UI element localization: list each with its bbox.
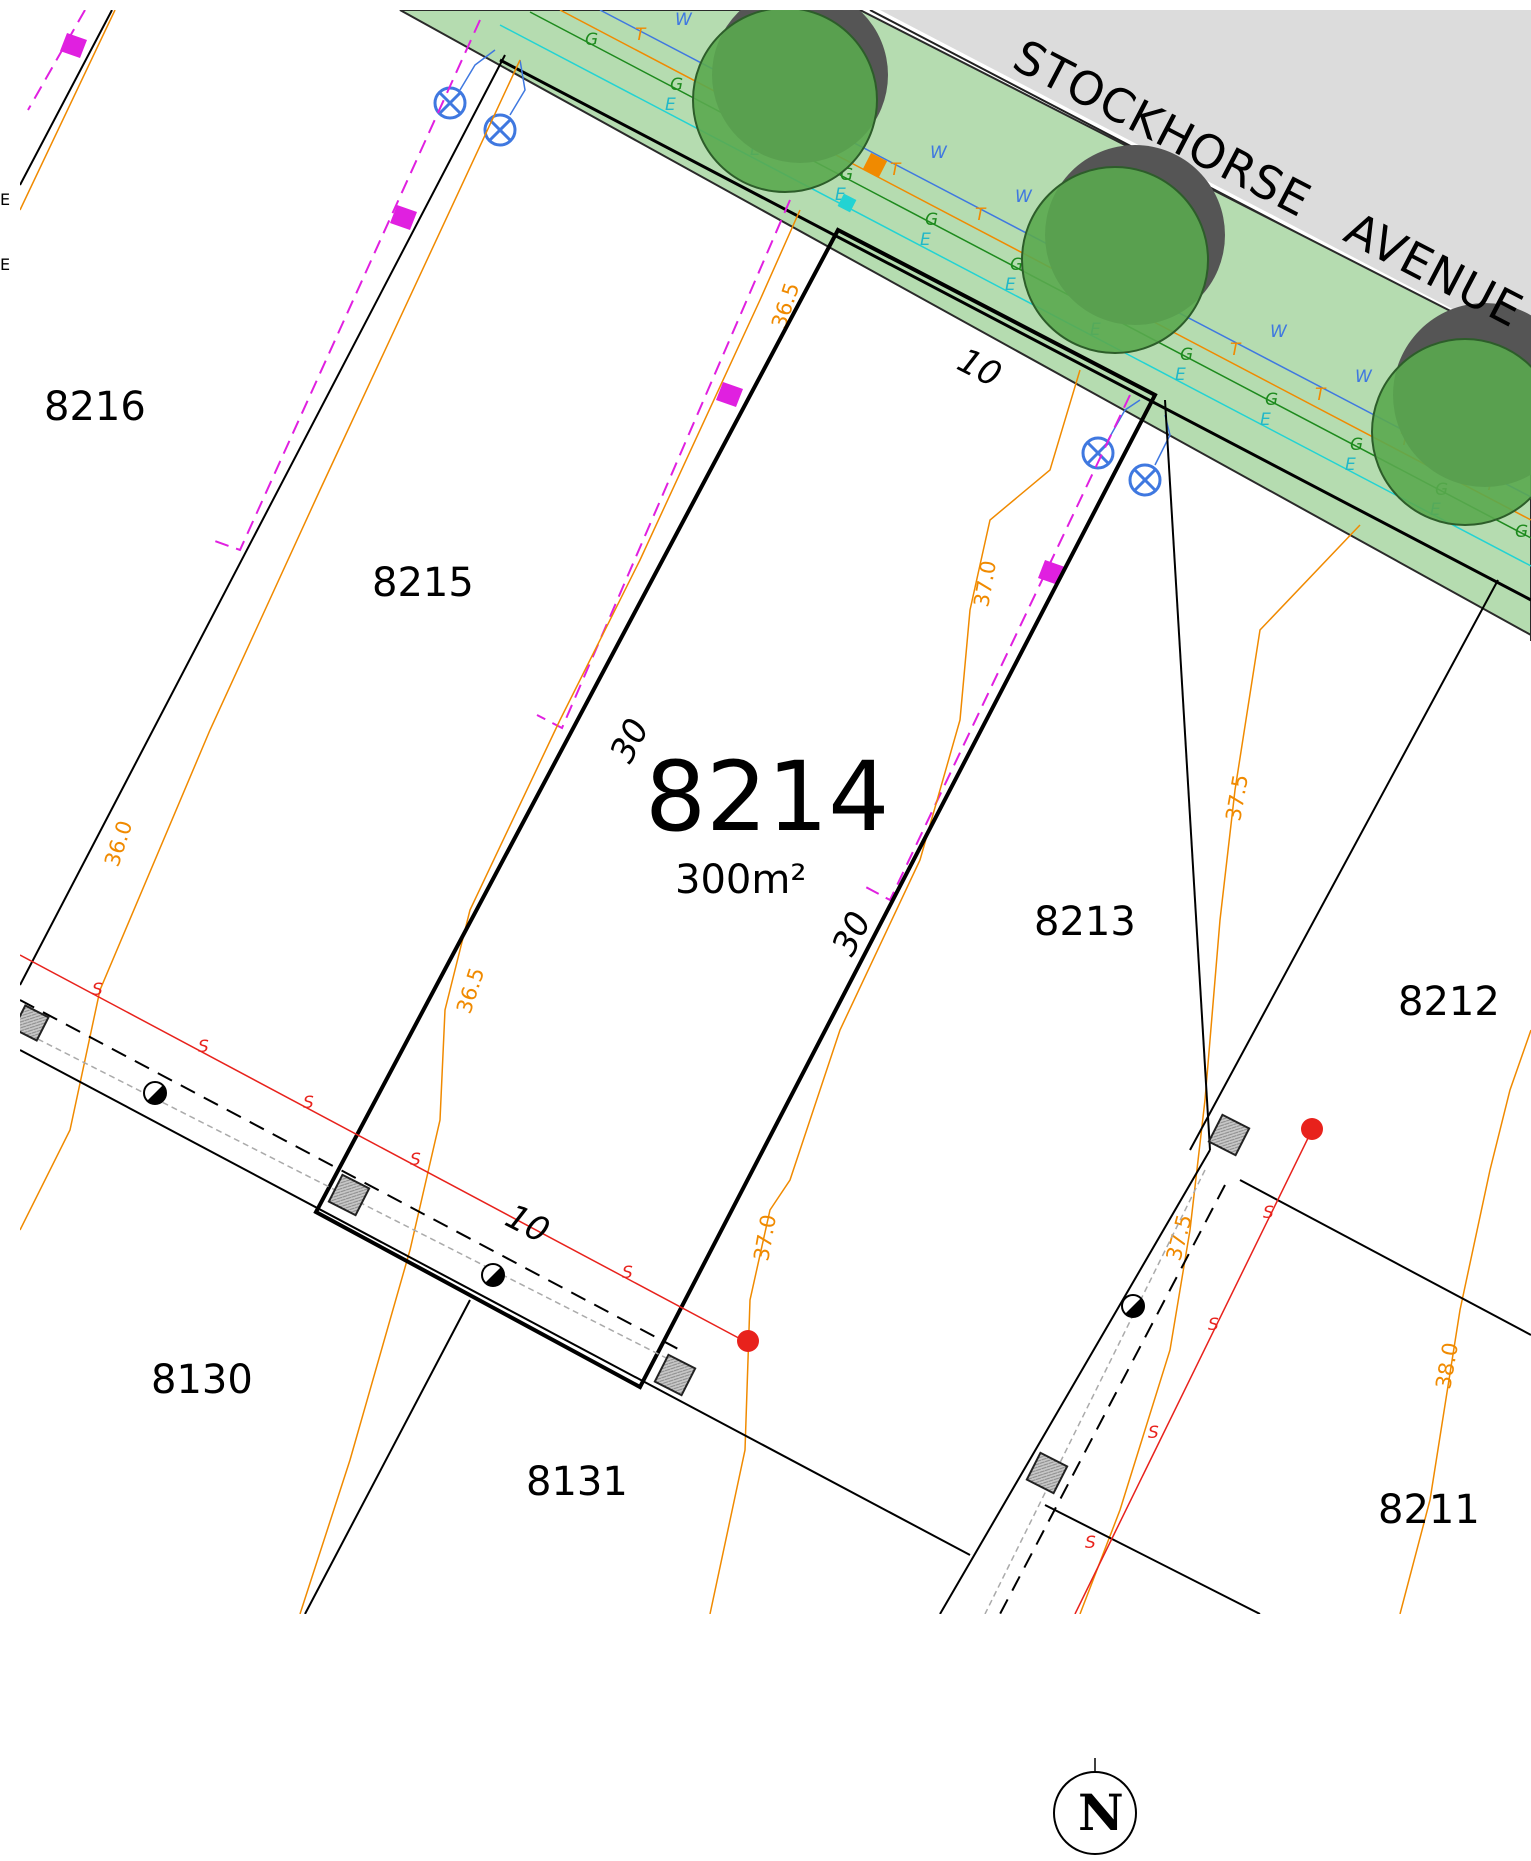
tree-canopy	[692, 10, 878, 193]
electric-label: E	[835, 185, 846, 205]
grey-service-line	[20, 1029, 1206, 1614]
sewer-label: S	[1148, 1423, 1159, 1443]
north-arrow-letter: N	[1078, 1783, 1124, 1842]
telecom-label: T	[1230, 340, 1242, 360]
telecom-pit-icon	[862, 152, 888, 178]
easement-markers	[60, 33, 1065, 585]
electric-label: E	[665, 95, 676, 115]
lot-number: 8213	[1034, 899, 1136, 945]
electric-label: E	[1175, 365, 1186, 385]
north-arrow-circle	[1053, 1771, 1137, 1855]
electric-label: E	[1345, 455, 1356, 475]
water-meter-icon	[1128, 463, 1162, 497]
front-dimension: 10	[951, 340, 1008, 395]
contour-label: 36.0	[100, 818, 137, 870]
electric-line	[499, 24, 1531, 567]
contour-label: 37.0	[749, 1213, 781, 1263]
verge-boundary	[499, 58, 1531, 602]
lot-boundaries	[20, 10, 1531, 1614]
lot-number: 8215	[372, 560, 474, 606]
lot-number: 8216	[44, 384, 146, 430]
telecom-label: T	[975, 205, 987, 225]
easement-marker-icon	[60, 33, 87, 58]
stormwater-pit-icon	[1025, 1451, 1069, 1495]
lot-number: 8211	[1378, 1487, 1480, 1533]
gas-label: G	[1350, 435, 1363, 455]
gas-label: G	[585, 30, 598, 50]
easement-marker-icon	[716, 382, 743, 407]
telecom-label: T	[1315, 385, 1327, 405]
gas-label: G	[1515, 522, 1528, 542]
telecom-label: T	[890, 160, 902, 180]
electric-label: E	[1260, 410, 1271, 430]
edge-label: E	[0, 255, 10, 274]
subject-lot-area: 300m²	[675, 857, 806, 903]
electric-connection-icon	[837, 193, 857, 213]
manhole-icon	[1121, 1294, 1145, 1318]
gas-label: G	[1010, 255, 1023, 275]
sewer-main	[20, 954, 1313, 1614]
gas-label: G	[1265, 390, 1278, 410]
subject-lot-number: 8214	[645, 741, 889, 853]
stormwater-pit-icon	[20, 1004, 50, 1042]
contour-label: 37.5	[1221, 773, 1253, 823]
sewer-label: S	[1085, 1533, 1096, 1553]
tree-canopy	[1021, 166, 1209, 354]
contour-lines	[20, 10, 1531, 1614]
side-dimension: 30	[824, 905, 879, 962]
sewer-labels: S S S S S S S S S	[92, 980, 1274, 1553]
sewer-label: S	[198, 1037, 209, 1057]
plan-area: W W W W W W W W W W T T T T T T T T T T …	[20, 10, 1531, 1614]
subject-lot-boundary	[313, 227, 1158, 1390]
north-arrow: N	[1053, 1758, 1137, 1855]
sewer-label: S	[303, 1093, 314, 1113]
sewer-connection-point-icon	[1301, 1118, 1323, 1140]
manhole-icon	[143, 1081, 167, 1105]
stormwater-pit-icon	[1207, 1113, 1251, 1157]
tree-canopy	[1371, 338, 1531, 526]
lot-number: 8130	[151, 1357, 253, 1403]
contour-label: 37.5	[1162, 1212, 1197, 1263]
contour-label: 36.5	[452, 965, 489, 1017]
water-label: W	[1355, 367, 1373, 387]
stormwater-pit-icon	[327, 1173, 371, 1217]
water-label: W	[1270, 322, 1288, 342]
lot-number: 8131	[526, 1459, 628, 1505]
sewer-connection-point-icon	[737, 1330, 759, 1352]
sewer-label: S	[622, 1263, 633, 1283]
stormwater-line	[20, 999, 1226, 1614]
electric-label: E	[920, 230, 931, 250]
lot-number: 8212	[1398, 979, 1500, 1025]
easement-marker-icon	[390, 205, 417, 230]
contour-label: 38.0	[1431, 1341, 1463, 1391]
sewer-label: S	[92, 980, 103, 1000]
water-meter-icon	[1081, 436, 1115, 470]
water-meter-icon	[483, 113, 517, 147]
stormwater-pits	[20, 1004, 1251, 1495]
manhole-icon	[481, 1263, 505, 1287]
sewer-label: S	[410, 1150, 421, 1170]
gas-label: G	[670, 75, 683, 95]
street-trees	[692, 10, 1531, 526]
water-meter-icon	[433, 86, 467, 120]
water-label: W	[930, 143, 948, 163]
gas-label: G	[925, 210, 938, 230]
sewer-label: S	[1208, 1315, 1219, 1335]
gas-label: G	[1180, 345, 1193, 365]
rear-dimension: 10	[499, 1196, 556, 1251]
sewer-label: S	[1263, 1203, 1274, 1223]
manhole-markers	[143, 1081, 1145, 1318]
water-label: W	[1015, 187, 1033, 207]
edge-label: E	[0, 190, 10, 209]
electric-label: E	[1005, 275, 1016, 295]
telecom-label: T	[635, 25, 647, 45]
stormwater-pit-icon	[653, 1353, 697, 1397]
contour-label: 37.0	[969, 559, 1001, 609]
water-label: W	[675, 10, 693, 30]
